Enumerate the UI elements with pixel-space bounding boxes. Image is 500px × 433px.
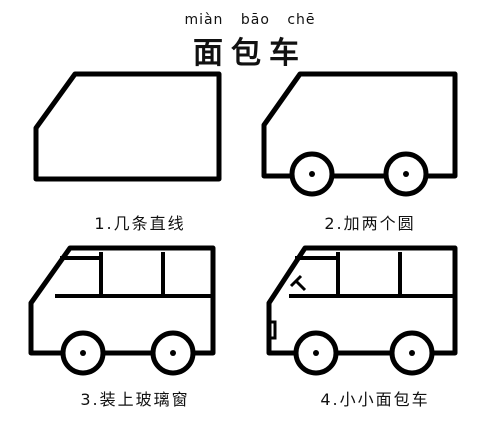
step-4-caption: 4.小小面包车 (320, 390, 430, 409)
page-title: 面包车 (193, 36, 307, 71)
step-2-caption: 2.加两个圆 (324, 214, 416, 233)
pinyin-syllable: miàn (184, 12, 224, 28)
step-1-panel: 1.几条直线 (20, 60, 260, 250)
step-1-caption: 1.几条直线 (94, 214, 186, 233)
step-3-van-drawing (28, 245, 216, 376)
step-4-van-drawing (266, 245, 458, 376)
pinyin-syllable: chē (287, 12, 316, 28)
pinyin-syllable: bāo (240, 12, 270, 28)
step-2-panel: 2.加两个圆 (250, 60, 490, 250)
step-3-panel: 3.装上玻璃窗 (15, 240, 255, 430)
step-1-van-drawing (33, 71, 222, 182)
step-2-van-drawing (261, 71, 458, 197)
step-3-caption: 3.装上玻璃窗 (80, 390, 190, 409)
title-pinyin: miàn bāo chē (0, 12, 500, 28)
step-4-panel: 4.小小面包车 (255, 240, 495, 430)
